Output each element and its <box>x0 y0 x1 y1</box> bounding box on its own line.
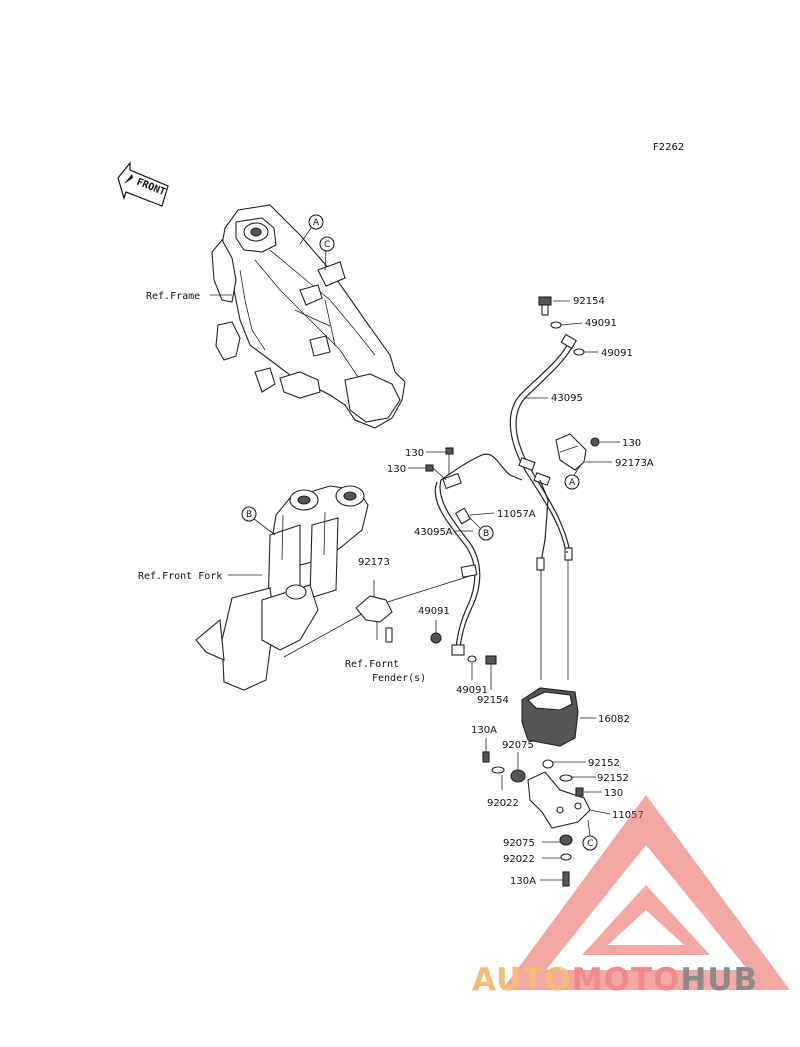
front-direction-arrow: FRONT <box>117 161 169 207</box>
label-92173: 92173 <box>358 557 390 568</box>
label-92173A: 92173A <box>615 458 654 469</box>
brake-hose-43095A: B <box>434 453 568 649</box>
callout-a-clamp-label: A <box>569 478 576 488</box>
label-92075-low: 92075 <box>503 838 535 849</box>
label-92022-low: 92022 <box>503 854 535 865</box>
label-11057A: 11057A <box>497 509 536 520</box>
washer-49091-top1 <box>550 321 562 329</box>
figure-code: F2262 <box>653 142 684 153</box>
label-11057: 11057 <box>612 810 644 821</box>
label-130-upper1: 130 <box>405 448 424 459</box>
bolt-92154-top <box>538 296 570 316</box>
watermark-hub: HUB <box>680 962 759 998</box>
bracket-11057: C <box>527 771 611 851</box>
bolt-130-upper2 <box>408 464 447 481</box>
label-49091-top1: 49091 <box>585 318 617 329</box>
label-92152-1: 92152 <box>588 758 620 769</box>
front-fork-illustration: B Ref.Front Fork <box>138 485 369 691</box>
callout-c-bracket-label: C <box>587 839 593 849</box>
callout-c-frame <box>319 236 335 252</box>
ref-frame-label: Ref.Frame <box>146 291 200 302</box>
watermark-moto: MOTO <box>571 962 681 998</box>
banjo-fitting-lower <box>430 620 497 690</box>
label-92075-top: 92075 <box>502 740 534 751</box>
callout-b-hose <box>478 525 494 541</box>
label-130A-top: 130A <box>471 725 497 736</box>
label-130-upper2: 130 <box>387 464 406 475</box>
ref-front-fork-label: Ref.Front Fork <box>138 571 222 582</box>
callout-a-frame <box>308 214 324 230</box>
clamp-92173A: A <box>555 433 620 490</box>
brake-hose-43095 <box>509 341 574 571</box>
callout-c-frame-label: C <box>324 240 330 250</box>
label-130A-low: 130A <box>510 876 536 887</box>
bolt-130-upper1 <box>426 447 454 475</box>
mount-hardware <box>482 738 602 887</box>
callout-a-clamp <box>564 474 580 490</box>
label-130-bracket: 130 <box>604 788 623 799</box>
callout-a-frame-label: A <box>313 218 320 228</box>
label-49091-mid: 49091 <box>418 606 450 617</box>
abs-unit-16082 <box>521 560 596 747</box>
washer-49091-top2 <box>573 348 585 356</box>
callout-b-fork-label: B <box>246 510 252 520</box>
label-92152-2: 92152 <box>597 773 629 784</box>
clamp-92173 <box>355 580 393 643</box>
watermark-auto: AUTO <box>472 962 572 998</box>
frame-illustration: A C Ref.Frame <box>146 204 406 429</box>
banjo-fitting-top <box>560 333 577 350</box>
label-43095A: 43095A <box>414 527 453 538</box>
callout-b-hose-label: B <box>483 529 489 539</box>
label-43095: 43095 <box>551 393 583 404</box>
label-16082: 16082 <box>598 714 630 725</box>
watermark-brand-text: AUTOMOTOHUB <box>472 962 758 1006</box>
label-92154-top: 92154 <box>573 296 605 307</box>
callout-b-fork <box>241 506 257 522</box>
label-92022-left: 92022 <box>487 798 519 809</box>
label-130-right: 130 <box>622 438 641 449</box>
label-49091-low: 49091 <box>456 685 488 696</box>
watermark-logo <box>502 795 790 990</box>
label-92154-low: 92154 <box>477 695 509 706</box>
ref-front-fender-line1: Ref.Fornt <box>345 659 399 670</box>
ref-front-fender-line2: Fender(s) <box>372 673 426 684</box>
label-49091-top2: 49091 <box>601 348 633 359</box>
